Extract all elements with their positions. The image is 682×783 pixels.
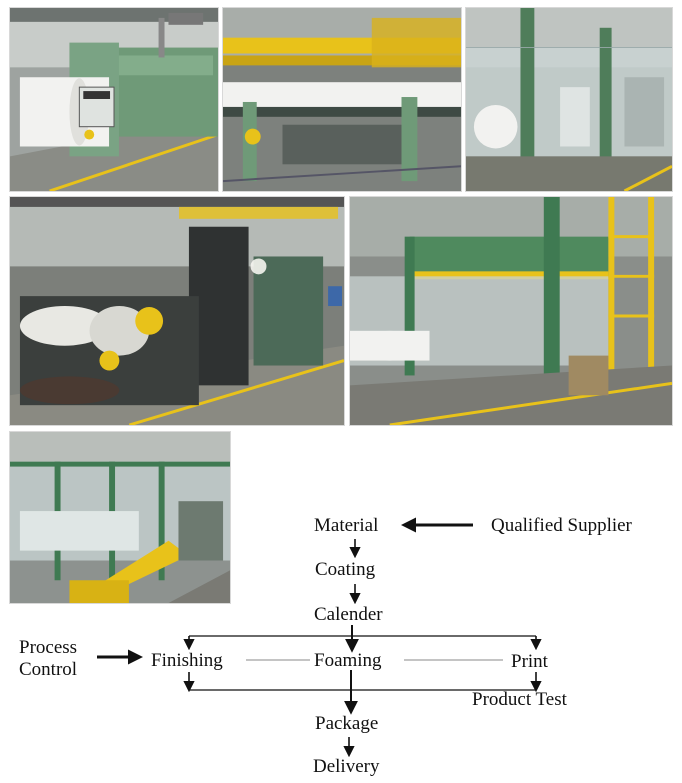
flow-finishing: Finishing [151, 650, 223, 671]
flow-qualified-supplier: Qualified Supplier [491, 515, 632, 536]
flow-process-control-line2: Control [19, 659, 78, 680]
factory-photo-enclosed-line [349, 196, 673, 426]
factory-photo-clean-room [465, 7, 673, 192]
flow-material: Material [314, 515, 379, 536]
flow-print: Print [511, 651, 548, 672]
flow-foaming: Foaming [314, 650, 382, 671]
flow-calender: Calender [314, 604, 383, 625]
flow-process-control-line1: Process [19, 637, 78, 658]
flow-delivery: Delivery [313, 756, 380, 777]
flow-coating: Coating [315, 559, 376, 580]
factory-photo-coating-line [9, 7, 219, 192]
factory-photo-calender-rollers [222, 7, 462, 192]
flow-product-test: Product Test [472, 689, 567, 710]
factory-photo-finishing-line [9, 431, 231, 604]
flow-package: Package [315, 713, 379, 734]
factory-photo-dark-calender [9, 196, 345, 426]
